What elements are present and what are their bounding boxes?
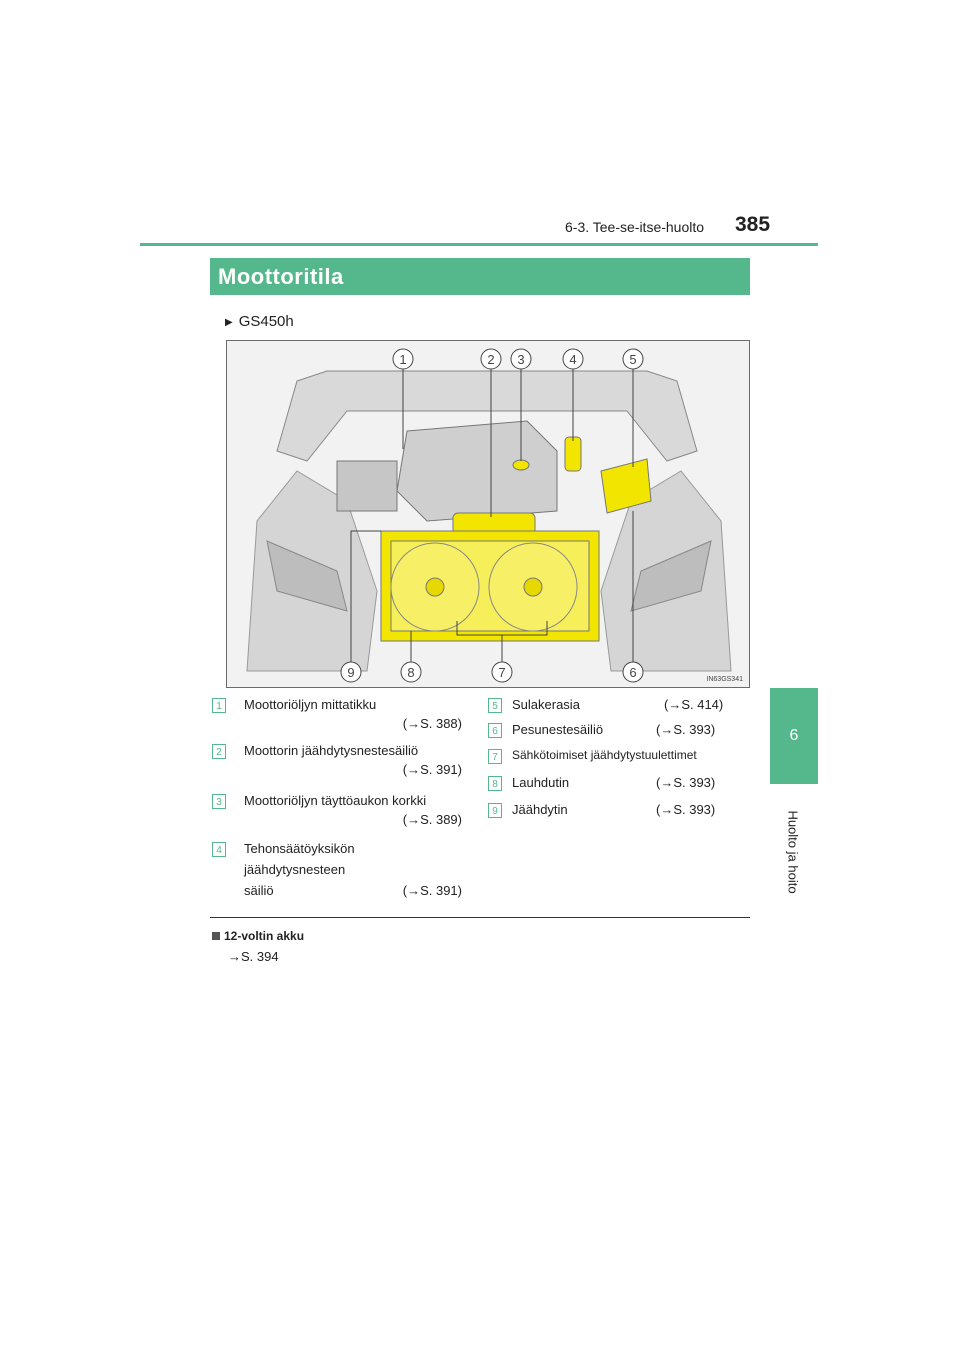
legend-ref: (→S. 393) xyxy=(656,775,716,790)
callout-7 xyxy=(491,661,513,683)
legend-ref: (→S. 389) xyxy=(402,812,462,827)
legend-item: 3 Moottoriöljyn täyttöaukon korkki (→S. … xyxy=(212,793,462,833)
legend-item: 8 Lauhdutin (→S. 393) xyxy=(488,775,734,795)
legend-text: Moottoriöljyn täyttöaukon korkki xyxy=(244,793,427,808)
legend-ref: (→S. 388) xyxy=(402,716,462,731)
legend-item: 1 Moottoriöljyn mittatikku (→S. 388) xyxy=(212,697,462,737)
fan-left-hub xyxy=(425,577,445,597)
callout-5 xyxy=(622,348,644,370)
legend-ref: (→S. 391) xyxy=(402,762,462,777)
legend-text: Tehonsäätöyksikön xyxy=(244,841,355,856)
callout-6-label: 6 xyxy=(629,665,636,680)
figure-code: IN63GS341 xyxy=(706,676,743,683)
fan-right-hub xyxy=(523,577,543,597)
hood-outline xyxy=(276,370,698,462)
chapter-label-text: Huolto ja hoito xyxy=(785,810,801,894)
fuse-box xyxy=(600,458,652,514)
chapter-label: Huolto ja hoito xyxy=(780,792,806,912)
legend-ref: (→S. 393) xyxy=(656,722,716,737)
callout-5-label: 5 xyxy=(629,352,636,367)
leader-lines xyxy=(350,369,634,663)
legend-text: Jäähdytin xyxy=(512,802,568,817)
callout-4 xyxy=(562,348,584,370)
legend-number: 1 xyxy=(212,698,226,713)
legend-item: 7 Sähkötoimiset jäähdytystuulettimet xyxy=(488,748,748,768)
oil-cap xyxy=(512,459,530,471)
engine-compartment-figure: 1 2 3 4 5 9 8 7 6 IN63GS341 xyxy=(226,340,750,688)
square-bullet-icon xyxy=(212,932,220,940)
legend-ref: (→S. 393) xyxy=(656,802,716,817)
callout-2-label: 2 xyxy=(487,352,494,367)
legend-number: 9 xyxy=(488,803,502,818)
note-reference: →S. 394 xyxy=(228,949,279,964)
callout-8 xyxy=(400,661,422,683)
note-heading: 12-voltin akku xyxy=(212,929,304,943)
legend-text: Pesunestesäiliö xyxy=(512,722,604,737)
callout-9-label: 9 xyxy=(347,665,354,680)
triangle-bullet-icon: ▶ xyxy=(225,317,233,328)
callout-3-label: 3 xyxy=(517,352,524,367)
model-label: ▶ GS450h xyxy=(225,313,294,330)
legend-item: 2 Moottorin jäähdytysnestesäiliö (→S. 39… xyxy=(212,743,462,783)
legend-item: 9 Jäähdytin (→S. 393) xyxy=(488,802,734,822)
legend-text: Sulakerasia xyxy=(512,697,580,712)
legend-text-line2: jäähdytysnesteen xyxy=(244,862,346,877)
legend-number: 8 xyxy=(488,776,502,791)
callout-8-label: 8 xyxy=(407,665,414,680)
header-section: 6-3. Tee-se-itse-huolto xyxy=(565,219,705,235)
legend-text: Sähkötoimiset jäähdytystuulettimet xyxy=(512,748,697,762)
legend-number: 4 xyxy=(212,842,226,857)
legend-item: 6 Pesunestesäiliö (→S. 393) xyxy=(488,722,734,742)
legend-text-line3: säiliö xyxy=(244,883,274,898)
model-name: GS450h xyxy=(238,313,294,330)
engine-block xyxy=(396,420,558,522)
legend-number: 5 xyxy=(488,698,502,713)
callout-6 xyxy=(622,661,644,683)
callout-3 xyxy=(510,348,532,370)
callout-4-label: 4 xyxy=(569,352,576,367)
headlight-right xyxy=(630,540,712,612)
legend-ref: (→S. 414) xyxy=(664,697,724,712)
chapter-tab: 6 xyxy=(770,688,818,784)
callout-9 xyxy=(340,661,362,683)
callout-7-label: 7 xyxy=(498,665,505,680)
legend-text: Lauhdutin xyxy=(512,775,570,790)
legend-item: 5 Sulakerasia (→S. 414) xyxy=(488,697,734,717)
callout-2 xyxy=(480,348,502,370)
callout-1-label: 1 xyxy=(399,352,406,367)
section-title-bar: Moottoritila xyxy=(210,258,750,295)
note-title-text: 12-voltin akku xyxy=(224,929,305,943)
legend-item: 4 Tehonsäätöyksikön jäähdytysnesteen säi… xyxy=(212,841,462,903)
legend-number: 7 xyxy=(488,749,502,764)
legend-text: Moottorin jäähdytysnestesäiliö xyxy=(244,743,419,758)
section-divider xyxy=(210,917,750,918)
legend-number: 6 xyxy=(488,723,502,738)
pcu-coolant-tank xyxy=(564,436,582,472)
section-title: Moottoritila xyxy=(218,264,344,289)
callout-1 xyxy=(392,348,414,370)
legend-number: 2 xyxy=(212,744,226,759)
legend-ref: (→S. 391) xyxy=(402,883,462,898)
legend-text: Moottoriöljyn mittatikku xyxy=(244,697,377,712)
air-box xyxy=(336,460,398,512)
legend-number: 3 xyxy=(212,794,226,809)
page-number: 385 xyxy=(735,213,771,236)
chapter-number: 6 xyxy=(789,727,799,744)
headlight-left xyxy=(266,540,348,612)
engine-illustration: 1 2 3 4 5 9 8 7 6 xyxy=(246,348,732,683)
header-rule xyxy=(140,243,818,246)
